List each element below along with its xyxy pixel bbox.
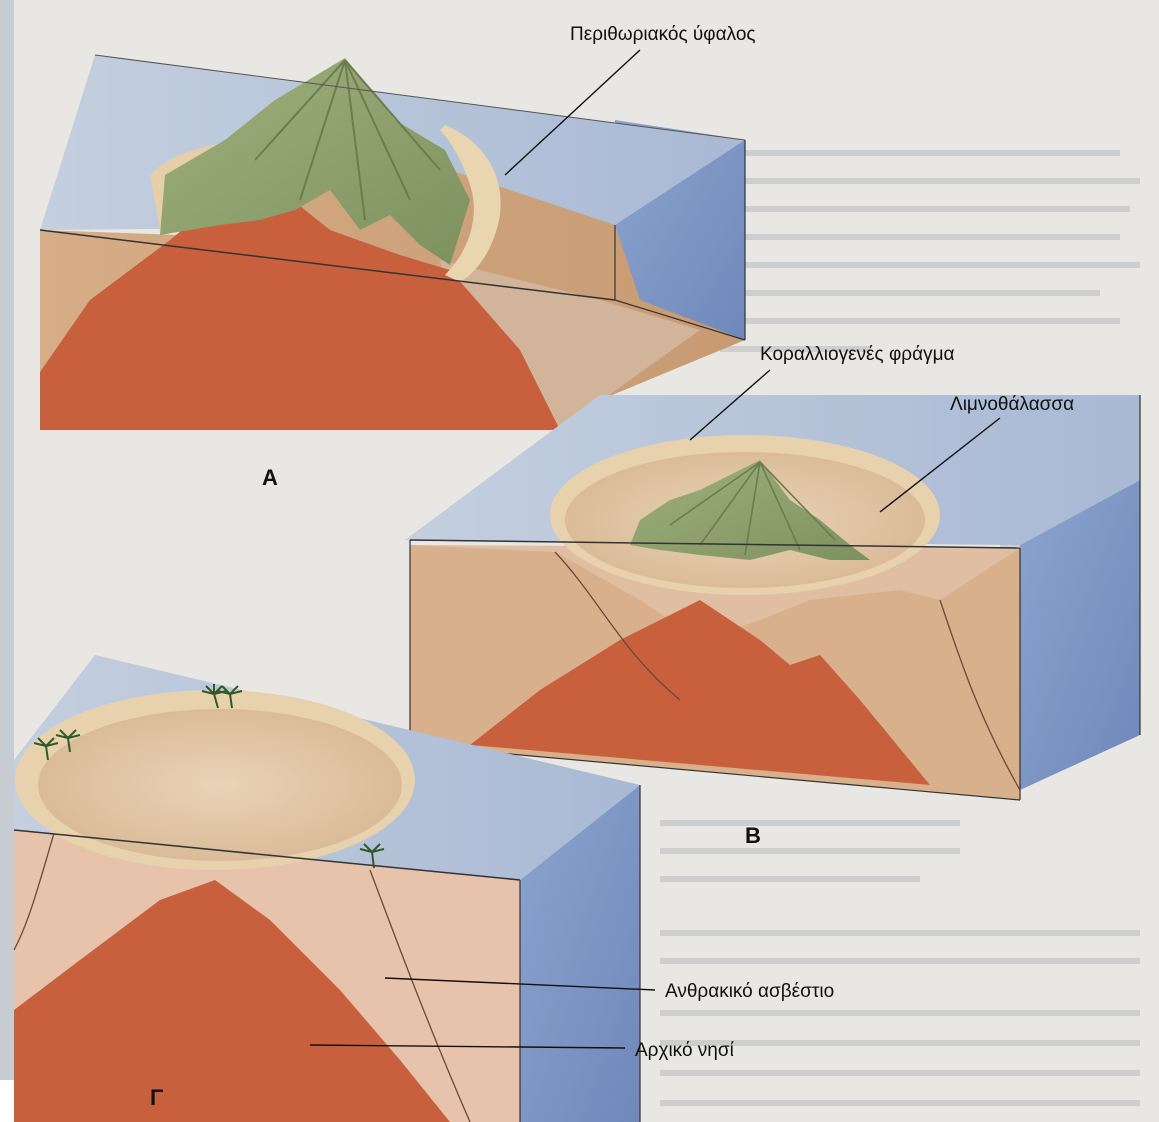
label-limestone: Ανθρακικό ασβέστιο (665, 981, 834, 1002)
left-margin-strip (0, 0, 14, 1122)
label-barrier-reef: Κοραλλιογενές φράγμα (760, 344, 955, 365)
panel-label-b: Β (745, 823, 761, 848)
panel-label-c: Γ (150, 1085, 163, 1110)
label-fringing-reef: Περιθωριακός ύφαλος (570, 24, 756, 45)
label-original-island: Αρχικό νησί (635, 1040, 735, 1061)
label-lagoon: Λιμνοθάλασσα (950, 394, 1074, 415)
panel-label-a: Α (262, 465, 278, 490)
